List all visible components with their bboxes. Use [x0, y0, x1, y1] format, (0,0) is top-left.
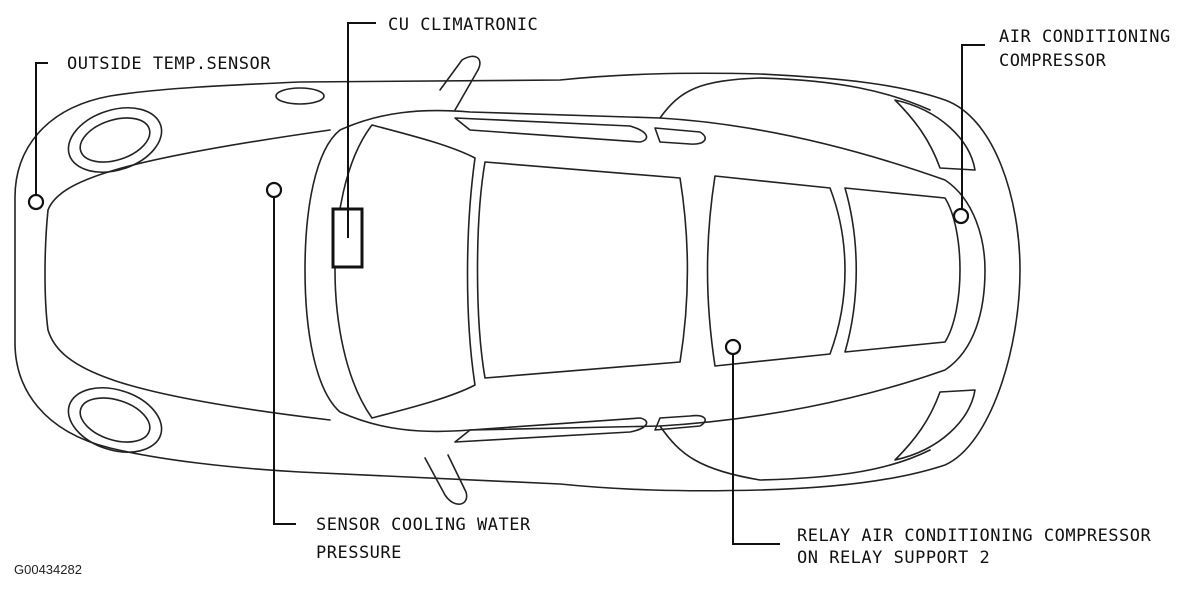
left-rear-intake: [894, 99, 976, 171]
figure-id: G00434282: [14, 562, 82, 577]
left-rear-fender: [659, 77, 931, 119]
sensor-cooling-water-leader: [273, 197, 296, 525]
relay-label-line1: RELAY AIR CONDITIONING COMPRESSOR: [797, 526, 1152, 546]
outside-temp-sensor-label: OUTSIDE TEMP.SENSOR: [67, 54, 271, 74]
right-rear-quarter-window: [654, 414, 706, 431]
left-headlight-inner: [79, 117, 151, 163]
left-mirror: [439, 55, 481, 111]
car-top-view: [14, 55, 1021, 505]
roof-panel: [476, 161, 689, 379]
relay-label-line2: ON RELAY SUPPORT 2: [797, 548, 990, 568]
ac-compressor-label-line2: COMPRESSOR: [999, 51, 1107, 71]
hood-vent: [275, 87, 325, 105]
left-rear-quarter-window: [654, 127, 706, 145]
cabin-outer: [304, 109, 986, 433]
right-mirror: [424, 454, 468, 505]
sensor-cooling-label-line2: PRESSURE: [316, 543, 402, 563]
cu-climatronic-leader: [347, 22, 376, 238]
relay-ac-compressor-leader: [732, 354, 780, 545]
ac-compressor-leader: [961, 44, 985, 209]
relay-ac-compressor-marker: [724, 338, 742, 356]
right-headlight-inner: [79, 397, 151, 443]
right-rear-fender: [659, 425, 931, 481]
left-headlight: [67, 107, 163, 173]
left-side-window: [454, 117, 648, 143]
rear-window: [706, 175, 846, 367]
windshield: [334, 124, 476, 419]
right-side-window: [454, 417, 648, 443]
right-rear-intake: [894, 389, 976, 461]
ac-compressor-label-line1: AIR CONDITIONING: [999, 27, 1171, 47]
cu-climatronic-label: CU CLIMATRONIC: [388, 15, 538, 35]
ac-compressor-marker: [952, 207, 970, 225]
car-body-outline: [14, 72, 1021, 492]
outside-temp-sensor-leader: [35, 62, 48, 195]
front-inner-line: [44, 129, 331, 421]
sensor-cooling-label-line1: SENSOR COOLING WATER: [316, 515, 531, 535]
sensor-cooling-water-pressure-marker: [265, 181, 283, 199]
outside-temp-sensor-marker: [27, 193, 45, 211]
engine-lid: [844, 187, 961, 353]
right-headlight: [67, 387, 163, 453]
